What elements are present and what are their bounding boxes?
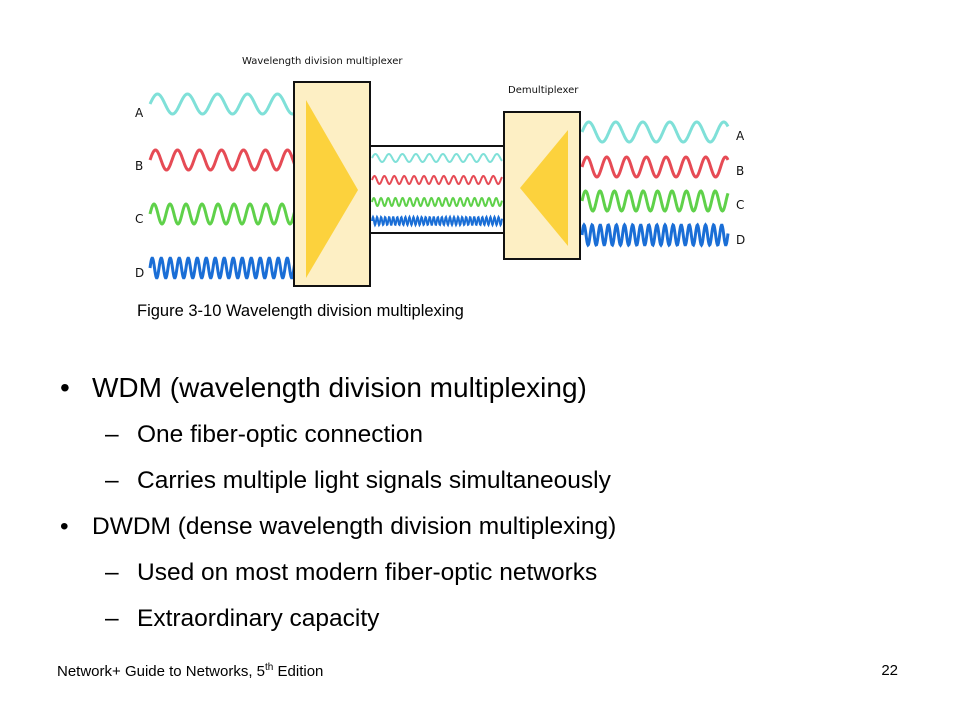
bullet-dot: • (60, 372, 70, 403)
output-label-a: A (736, 129, 745, 143)
output-wave (580, 155, 730, 179)
output-wave (580, 120, 730, 144)
multiplexer-triangle (306, 100, 358, 278)
input-wave (148, 202, 298, 226)
output-wave (580, 222, 730, 248)
demux-label: Demultiplexer (508, 85, 579, 96)
bullet-dot: • (60, 513, 69, 540)
input-label-b: B (135, 159, 143, 173)
page-number: 22 (881, 662, 898, 679)
output-label-c: C (736, 198, 744, 212)
demultiplexer-triangle (520, 130, 568, 246)
output-label-d: D (736, 233, 745, 247)
input-wave (148, 148, 298, 172)
input-wave (148, 92, 298, 116)
output-label-b: B (736, 164, 744, 178)
bullet-text: DWDM (dense wavelength division multiple… (92, 513, 617, 540)
sub-bullet-text: Used on most modern fiber-optic networks (137, 559, 598, 586)
sub-bullet-text: Carries multiple light signals simultane… (137, 467, 611, 494)
input-wave (148, 256, 298, 280)
mux-label: Wavelength division multiplexer (242, 56, 403, 67)
fiber-wave (371, 214, 503, 228)
input-label-d: D (135, 266, 144, 280)
fiber-wave (371, 196, 503, 208)
fiber-wave (371, 174, 503, 186)
footer-title: Network+ Guide to Networks, 5th Edition (57, 662, 324, 680)
output-signals (580, 120, 730, 248)
output-wave (580, 189, 730, 213)
figure-caption: Figure 3-10 Wavelength division multiple… (137, 302, 464, 320)
input-label-a: A (135, 106, 144, 120)
bullet-text: WDM (wavelength division multiplexing) (92, 372, 587, 403)
sub-bullet-text: Extraordinary capacity (137, 605, 380, 632)
sub-bullet-text: One fiber-optic connection (137, 421, 423, 448)
fiber-signals (371, 152, 503, 228)
fiber-wave (371, 152, 503, 164)
input-label-c: C (135, 212, 143, 226)
input-signals (148, 92, 298, 280)
wdm-diagram: Wavelength division multiplexer Demultip… (135, 56, 745, 287)
